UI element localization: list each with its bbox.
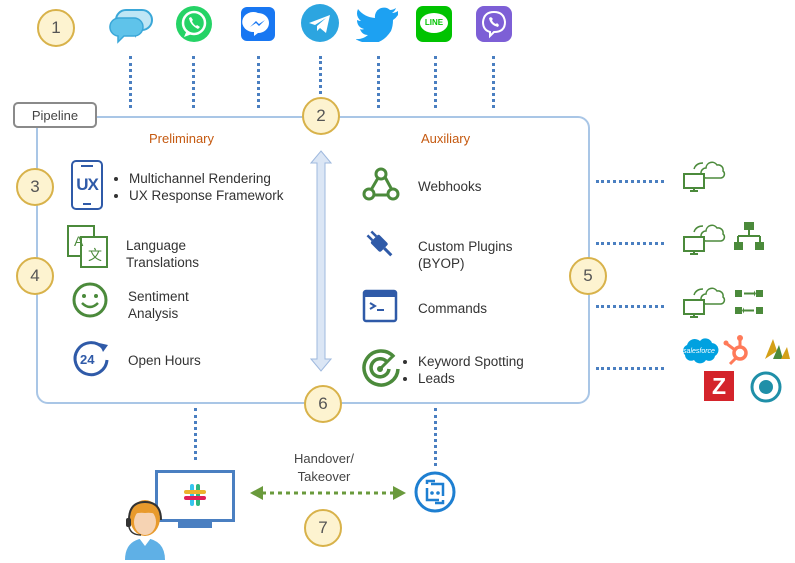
- badge-5: 5: [569, 257, 607, 295]
- plugins-line-1: Custom Plugins: [418, 239, 513, 254]
- cloud-computer-icon: [683, 287, 726, 318]
- monitor-stand: [178, 522, 212, 528]
- handover-arrow: [250, 486, 406, 500]
- right-connector: [596, 367, 664, 370]
- zendesk-text: Z: [711, 373, 727, 399]
- flow-arrow: [310, 150, 332, 372]
- twitter-icon: [356, 7, 398, 42]
- right-connector: [596, 242, 664, 245]
- dynamics-icon: [765, 339, 790, 359]
- sentiment-label: Sentiment Analysis: [128, 288, 189, 322]
- line-icon: LINE: [416, 6, 452, 42]
- line-logo-text: LINE: [424, 18, 444, 27]
- sentiment-line-1: Sentiment: [128, 289, 189, 304]
- open-hours-icon: 24: [73, 341, 109, 377]
- zendesk-icon: Z: [704, 371, 734, 401]
- plugins-line-2: (BYOP): [418, 256, 465, 271]
- channel-connector: [257, 56, 260, 108]
- channel-connector: [129, 56, 132, 108]
- webhooks-icon: [362, 167, 400, 201]
- preliminary-title: Preliminary: [149, 131, 215, 146]
- bot-connector: [434, 408, 437, 466]
- ux-label: Multichannel Rendering UX Response Frame…: [115, 170, 284, 204]
- channel-connector: [492, 56, 495, 108]
- channel-connector: [377, 56, 380, 108]
- commands-label: Commands: [418, 301, 488, 316]
- translate-icon: A 文: [67, 225, 108, 268]
- handover-line-1: Handover/: [294, 451, 354, 466]
- badge-2: 2: [302, 97, 340, 135]
- telegram-icon: [301, 4, 339, 42]
- plugins-label: Custom Plugins (BYOP): [418, 238, 513, 272]
- handover-line-2: Takeover: [297, 469, 351, 484]
- keyword-line-1: Keyword Spotting: [418, 353, 524, 370]
- handover-label: Handover/ Takeover: [289, 450, 359, 486]
- agent-connector: [194, 408, 197, 460]
- badge-3: 3: [16, 168, 54, 206]
- badge-7: 7: [304, 509, 342, 547]
- keyword-line-2: Leads: [418, 370, 524, 387]
- svg-text:A: A: [74, 233, 84, 249]
- ux-device-icon: UX: [71, 160, 103, 210]
- sentiment-line-2: Analysis: [128, 306, 179, 321]
- badge-1: 1: [37, 9, 75, 47]
- webhooks-label: Webhooks: [418, 179, 482, 194]
- crm-chat-icon: [750, 371, 782, 403]
- svg-text:文: 文: [88, 248, 102, 264]
- ux-text: UX: [76, 175, 99, 194]
- bot-icon: [414, 471, 456, 513]
- translation-label: Language Translations: [126, 237, 199, 271]
- messenger-icon: [241, 7, 275, 41]
- ux-line-1: Multichannel Rendering: [129, 170, 284, 187]
- org-chart-icon: [734, 222, 764, 250]
- keyword-label: Keyword Spotting Leads: [404, 353, 524, 387]
- cloud-computer-icon: [683, 224, 726, 255]
- translation-line-1: Language: [126, 238, 187, 253]
- channel-connector: [192, 56, 195, 108]
- terminal-icon: [362, 289, 398, 323]
- right-connector: [596, 305, 664, 308]
- channel-connector: [319, 56, 322, 94]
- slack-icon: [184, 484, 206, 506]
- workflow-icon: [735, 290, 763, 314]
- ux-line-2: UX Response Framework: [129, 187, 284, 204]
- plugin-icon: [366, 230, 393, 257]
- badge-4: 4: [16, 257, 54, 295]
- keyword-radar-icon: [362, 349, 400, 387]
- pipeline-tab-connector: [36, 128, 38, 136]
- badge-6: 6: [304, 385, 342, 423]
- whatsapp-icon: [176, 6, 212, 42]
- translation-line-2: Translations: [126, 255, 200, 270]
- smiley-icon: [72, 282, 108, 318]
- salesforce-icon: salesforce: [683, 338, 719, 364]
- open-hours-label: Open Hours: [128, 353, 201, 368]
- cloud-computer-icon: [683, 161, 726, 192]
- agent-avatar-icon: [125, 500, 165, 560]
- channel-connector: [434, 56, 437, 108]
- salesforce-text: salesforce: [683, 348, 715, 355]
- viber-icon: [476, 6, 512, 42]
- auxiliary-title: Auxiliary: [421, 131, 471, 146]
- hubspot-icon: [723, 335, 748, 366]
- pipeline-label: Pipeline: [13, 102, 97, 128]
- right-connector: [596, 180, 664, 183]
- chat-bubbles-icon: [109, 9, 153, 44]
- hours-text: 24: [80, 352, 95, 367]
